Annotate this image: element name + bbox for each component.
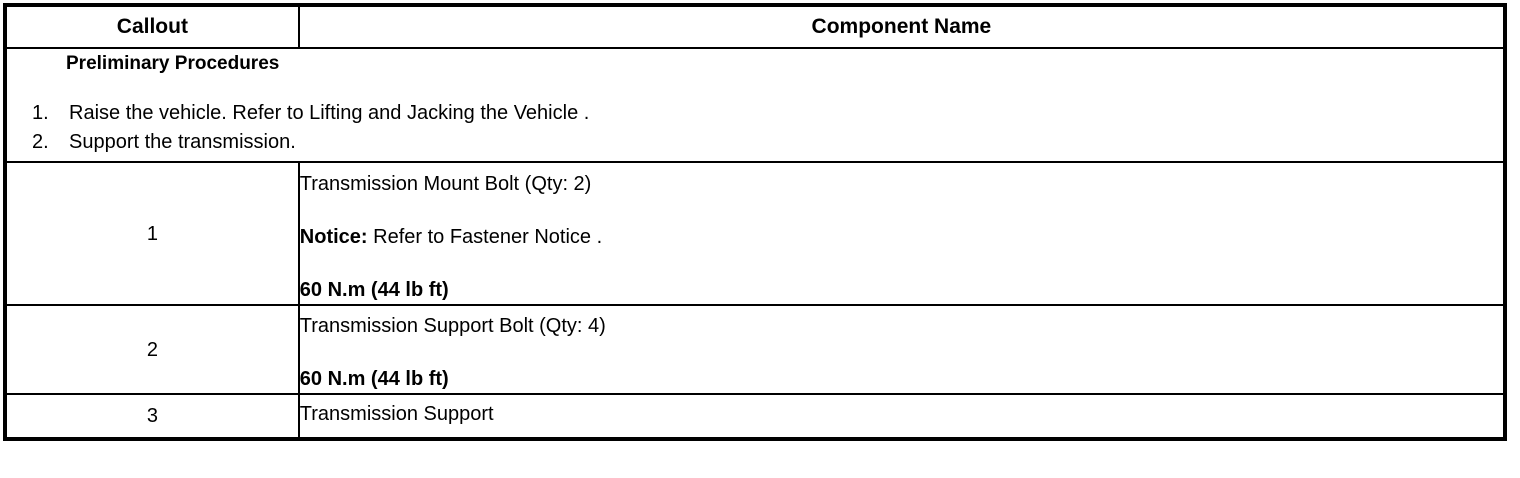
step-number: 1.	[32, 102, 49, 124]
component-description-cell: Transmission Support Bolt (Qty: 4) 60 N.…	[297, 304, 1507, 395]
component-description-cell: Transmission Mount Bolt (Qty: 2) Notice:…	[297, 161, 1507, 306]
step-number: 2.	[32, 131, 49, 153]
column-header-callout: Callout	[4, 4, 300, 49]
list-item: 1. Raise the vehicle. Refer to Lifting a…	[7, 99, 1503, 128]
preliminary-procedures-row: Preliminary Procedures 1. Raise the vehi…	[4, 47, 1506, 163]
fastener-notice: Notice: Refer to Fastener Notice .	[300, 224, 1503, 251]
notice-label: Notice:	[299, 226, 368, 248]
table-row: 1 Transmission Mount Bolt (Qty: 2) Notic…	[4, 161, 1507, 306]
callout-number: 3	[4, 393, 300, 440]
component-name: Transmission Support Bolt (Qty: 4)	[299, 315, 606, 337]
callout-number: 2	[4, 304, 300, 395]
callout-number: 1	[4, 161, 300, 306]
preliminary-steps-list: 1. Raise the vehicle. Refer to Lifting a…	[7, 99, 1503, 157]
component-name: Transmission Support	[299, 403, 494, 425]
service-procedure-table: Callout Component Name Preliminary Proce…	[3, 3, 1507, 441]
step-text: Raise the vehicle. Refer to Lifting and …	[69, 102, 590, 124]
torque-specification: 60 N.m (44 lb ft)	[299, 279, 449, 301]
component-name: Transmission Mount Bolt (Qty: 2)	[299, 173, 592, 195]
component-description-cell: Transmission Support	[297, 393, 1507, 440]
table-row: 3 Transmission Support	[4, 393, 1507, 440]
preliminary-procedures-cell: Preliminary Procedures 1. Raise the vehi…	[4, 47, 1506, 163]
table-row: 2 Transmission Support Bolt (Qty: 4) 60 …	[4, 304, 1507, 395]
torque-specification: 60 N.m (44 lb ft)	[299, 368, 449, 390]
list-item: 2. Support the transmission.	[7, 128, 1503, 157]
preliminary-procedures-title: Preliminary Procedures	[66, 53, 280, 74]
step-text: Support the transmission.	[69, 131, 296, 153]
column-header-component-name: Component Name	[297, 4, 1507, 49]
notice-text: Refer to Fastener Notice .	[367, 226, 603, 248]
table-header-row: Callout Component Name	[4, 4, 1507, 49]
